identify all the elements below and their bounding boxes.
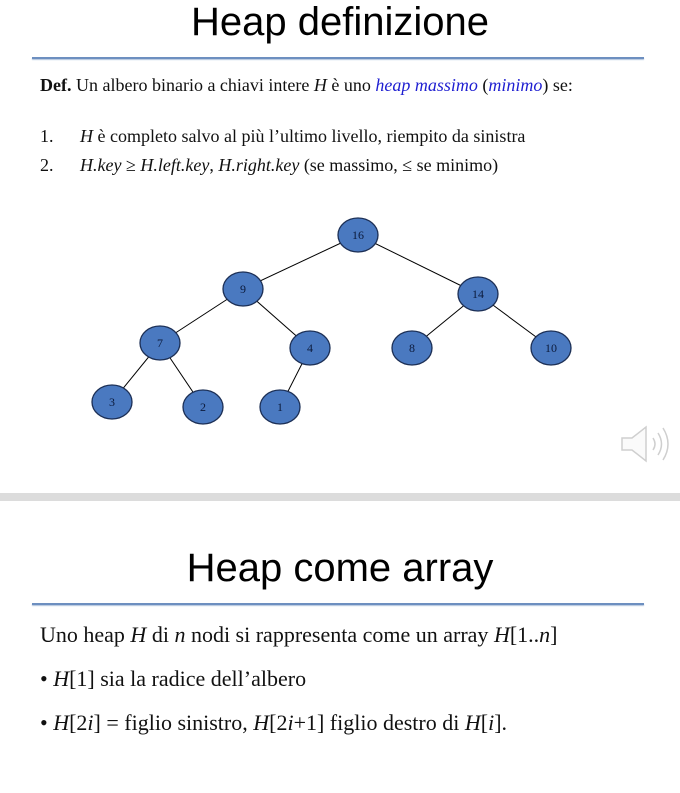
text: Uno heap — [40, 622, 131, 647]
text: di — [146, 622, 175, 647]
text: [1] sia la radice dell’albero — [69, 666, 307, 691]
definition-text: Def. Un albero binario a chiavi intere H… — [40, 75, 573, 96]
title-underline — [32, 603, 644, 605]
tree-node-14: 14 — [457, 276, 499, 312]
item2-left: H.left.key — [140, 155, 210, 175]
item2-note: (se massimo, ≤ se minimo) — [299, 155, 499, 175]
text: [1.. — [509, 622, 540, 647]
tree-node-circle — [391, 330, 433, 366]
var: i — [87, 710, 94, 735]
array-intro-text: Uno heap H di n nodi si rappresenta come… — [40, 622, 557, 648]
def-text: è uno — [326, 75, 376, 95]
tree-edges — [111, 234, 552, 408]
tree-node-circle — [91, 384, 133, 420]
tree-node-1: 1 — [259, 389, 301, 425]
tree-node-label: 8 — [409, 341, 415, 355]
text: [2 — [269, 710, 288, 735]
tree-node-label: 4 — [307, 341, 313, 355]
slide-title: Heap come array — [186, 546, 494, 590]
var: i — [287, 710, 294, 735]
speaker-icon[interactable] — [618, 421, 678, 469]
slide-heap-definizione: Heap definizione Def. Un albero binario … — [32, 0, 678, 469]
item1-var: H — [80, 126, 93, 146]
tree-node-circle — [139, 325, 181, 361]
def-text: ) se: — [542, 75, 573, 95]
tree-node-label: 9 — [240, 282, 246, 296]
tree-node-2: 2 — [182, 389, 224, 425]
text: +1] figlio destro di — [293, 710, 465, 735]
tree-node-label: 16 — [352, 228, 364, 242]
text: ] — [550, 622, 558, 647]
var: n — [539, 622, 551, 647]
var: H — [53, 666, 70, 691]
item2-number: 2. — [40, 155, 54, 175]
tree-node-label: 1 — [277, 400, 283, 414]
def-text: Un albero binario a chiavi intere — [71, 75, 314, 95]
tree-node-circle — [530, 330, 572, 366]
tree-node-16: 16 — [337, 217, 379, 253]
item2-sep: , — [209, 155, 219, 175]
text: nodi si rappresenta come un array — [185, 622, 494, 647]
tree-node-8: 8 — [391, 330, 433, 366]
var: H — [493, 622, 510, 647]
tree-node-label: 3 — [109, 395, 115, 409]
var: H — [464, 710, 481, 735]
tree-node-label: 2 — [200, 400, 206, 414]
tree-node-circle — [457, 276, 499, 312]
heap-tree-diagram: 16 9 14 7 4 8 10 3 2 1 — [91, 217, 572, 425]
heap-massimo-term: heap massimo — [375, 75, 478, 95]
text: [2 — [69, 710, 88, 735]
var: H — [130, 622, 147, 647]
def-label: Def. — [40, 75, 72, 95]
minimo-term: minimo — [488, 75, 543, 95]
tree-node-circle — [222, 271, 264, 307]
slide-heap-come-array: Heap come array Uno heap H di n nodi si … — [0, 501, 680, 793]
var: H — [253, 710, 270, 735]
item2-key: H.key — [80, 155, 122, 175]
slide-separator — [0, 493, 680, 501]
tree-nodes: 16 9 14 7 4 8 10 3 2 1 — [91, 217, 572, 425]
tree-node-7: 7 — [139, 325, 181, 361]
tree-node-label: 7 — [157, 336, 163, 350]
tree-node-label: 14 — [472, 287, 484, 301]
bullet-mark: • — [40, 710, 48, 735]
tree-edge-n16-n9 — [242, 234, 359, 290]
title-underline — [32, 57, 644, 59]
bullet-root: • H[1] sia la radice dell’albero — [40, 666, 306, 692]
tree-node-circle — [337, 217, 379, 253]
item1-text: H è completo salvo al più l’ultimo livel… — [80, 126, 525, 147]
text: ]. — [494, 710, 508, 735]
var: H — [53, 710, 70, 735]
item2-text: H.key ≥ H.left.key, H.right.key (se mass… — [80, 155, 498, 176]
text: [ — [480, 710, 489, 735]
text: ] = figlio sinistro, — [93, 710, 254, 735]
item1-number: 1. — [40, 126, 54, 146]
tree-node-3: 3 — [91, 384, 133, 420]
tree-node-10: 10 — [530, 330, 572, 366]
item1-body: è completo salvo al più l’ultimo livello… — [93, 126, 526, 146]
tree-node-label: 10 — [545, 341, 557, 355]
tree-node-9: 9 — [222, 271, 264, 307]
bullet-mark: • — [40, 666, 48, 691]
var: i — [488, 710, 495, 735]
item2-op: ≥ — [121, 155, 141, 175]
var: n — [174, 622, 186, 647]
def-text: ( — [477, 75, 489, 95]
tree-node-4: 4 — [289, 330, 331, 366]
tree-node-circle — [289, 330, 331, 366]
tree-node-circle — [259, 389, 301, 425]
tree-edge-n16-n14 — [357, 234, 479, 295]
slide-title: Heap definizione — [191, 0, 489, 44]
bullet-children: • H[2i] = figlio sinistro, H[2i+1] figli… — [40, 710, 507, 736]
def-var: H — [313, 75, 327, 95]
item2-right: H.right.key — [218, 155, 300, 175]
tree-node-circle — [182, 389, 224, 425]
